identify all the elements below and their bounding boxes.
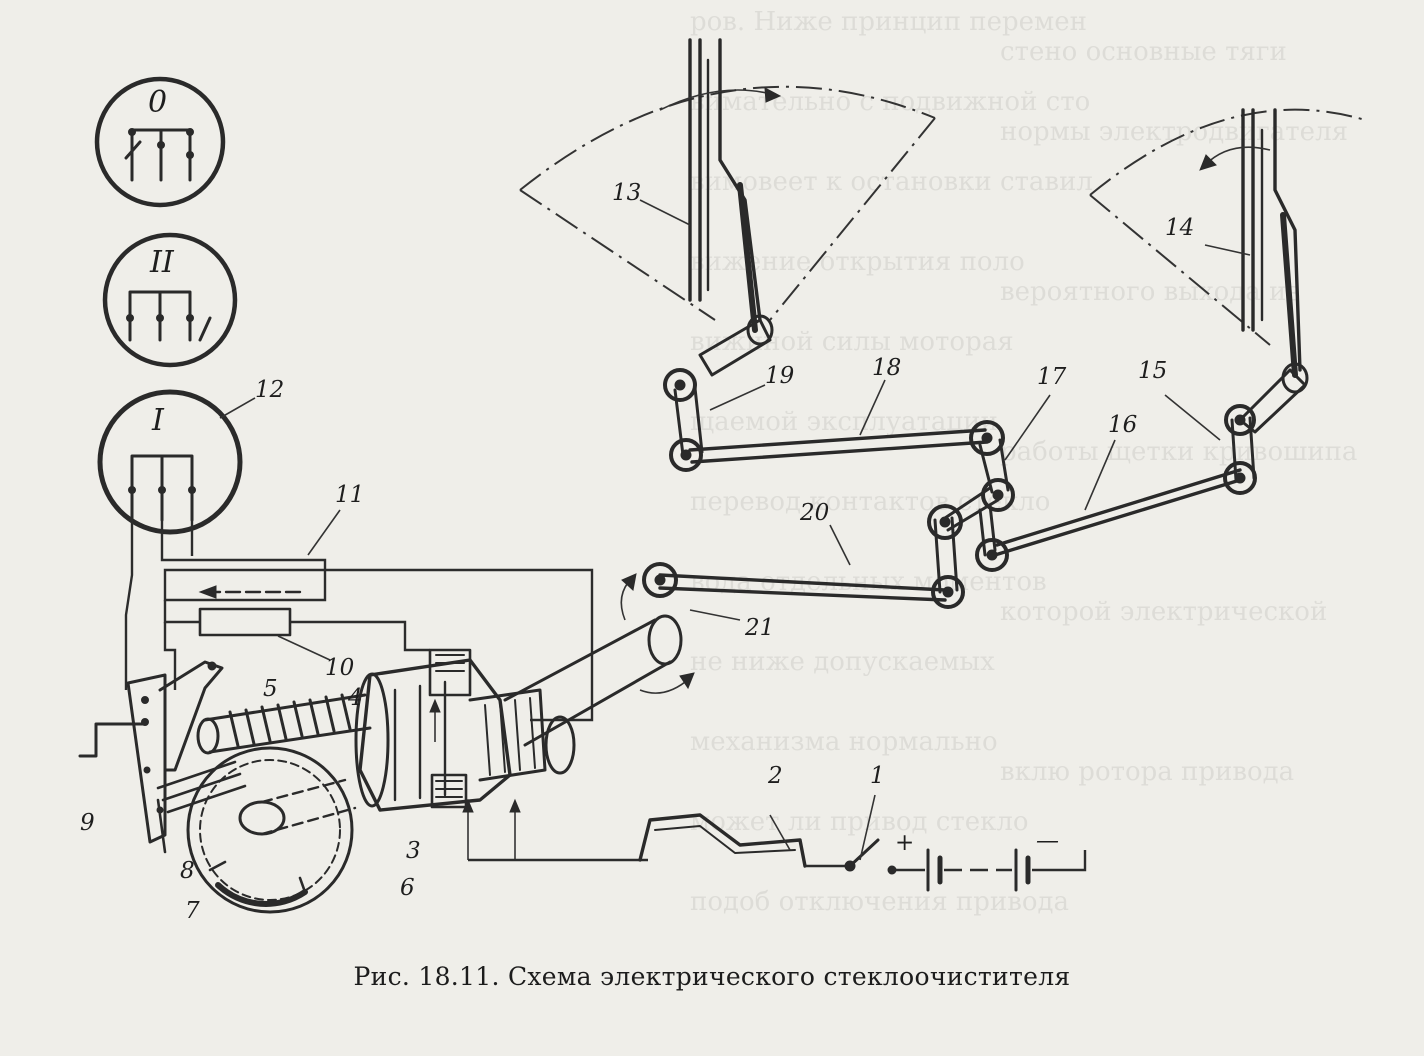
- worm-gear: [186, 746, 357, 914]
- svg-text:механизма нормально: механизма нормально: [690, 727, 998, 757]
- thermal-switch: [638, 813, 850, 868]
- wiper-arm-right: [1089, 108, 1366, 434]
- callout-18: 18: [872, 355, 901, 381]
- show-through-background: ров. Ниже принцип перемен вимательно с п…: [690, 7, 1357, 917]
- svg-text:не ниже допускаемых: не ниже допускаемых: [690, 647, 995, 677]
- svg-text:вклю ротора привода: вклю ротора привода: [1000, 757, 1294, 787]
- svg-text:стено основные тяги: стено основные тяги: [1000, 37, 1287, 67]
- resistor: [198, 607, 331, 661]
- callout-13: 13: [612, 180, 641, 206]
- callout-19: 19: [765, 363, 794, 389]
- callout-1: 1: [870, 763, 885, 789]
- callout-4: 4: [347, 685, 363, 711]
- svg-text:0: 0: [148, 85, 167, 120]
- figure-caption: Рис. 18.11. Схема электрического стеклоо…: [0, 962, 1424, 991]
- callout-3: 3: [406, 838, 421, 864]
- svg-text:которой электрической: которой электрической: [1000, 597, 1327, 627]
- svg-text:вимовеет к остановки ставил: вимовеет к остановки ставил: [690, 167, 1093, 197]
- electric-motor: [196, 614, 683, 862]
- callout-9: 9: [80, 810, 95, 836]
- figure-title: Схема электрического стеклоочистителя: [507, 962, 1071, 991]
- callout-14: 14: [1165, 215, 1194, 241]
- figure-number: Рис. 18.11.: [353, 962, 500, 991]
- svg-text:подоб отключения привода: подоб отключения привода: [690, 887, 1069, 917]
- switch-position-0: 0: [94, 76, 226, 208]
- callout-12: 12: [255, 377, 284, 403]
- callout-16: 16: [1108, 412, 1137, 438]
- svg-text:II: II: [149, 245, 175, 280]
- callout-6: 6: [400, 875, 415, 901]
- svg-text:+: +: [895, 830, 914, 856]
- switch-position-II: II: [102, 232, 238, 368]
- svg-text:ров. Ниже принцип перемен: ров. Ниже принцип перемен: [690, 7, 1087, 37]
- svg-text:вижиной силы моторая: вижиной силы моторая: [690, 327, 1014, 357]
- wiper-arm-left: [519, 38, 936, 377]
- svg-text:—: —: [1036, 828, 1059, 854]
- svg-text:работы щетки кривошипа: работы щетки кривошипа: [1000, 437, 1357, 467]
- callout-7: 7: [185, 898, 200, 924]
- callout-17: 17: [1037, 364, 1067, 390]
- svg-text:может ли привод стекло: может ли привод стекло: [690, 807, 1029, 837]
- svg-text:нормы электродвигателя: нормы электродвигателя: [1000, 117, 1348, 147]
- contact-lever-assembly: [78, 660, 247, 854]
- callout-5: 5: [263, 676, 278, 702]
- wiper-linkage: [620, 368, 1257, 694]
- svg-text:вижение открытия поло: вижение открытия поло: [690, 247, 1025, 277]
- callout-11: 11: [335, 482, 364, 508]
- svg-text:вероятного выхода из: вероятного выхода из: [1000, 277, 1301, 307]
- control-wiring: [124, 509, 594, 722]
- callout-21: 21: [744, 615, 774, 641]
- svg-text:I: I: [151, 403, 165, 438]
- callout-20: 20: [799, 500, 829, 526]
- callout-10: 10: [325, 655, 354, 681]
- main-switch: [844, 794, 880, 872]
- callout-labels: 1 2 3 4 5 6 7 8 9 10 11 12 13 14 15 16 1…: [80, 180, 1194, 924]
- callout-2: 2: [767, 763, 783, 789]
- battery: + —: [887, 828, 1087, 892]
- callout-15: 15: [1138, 358, 1167, 384]
- callout-8: 8: [180, 858, 195, 884]
- switch-position-I: I: [97, 389, 256, 535]
